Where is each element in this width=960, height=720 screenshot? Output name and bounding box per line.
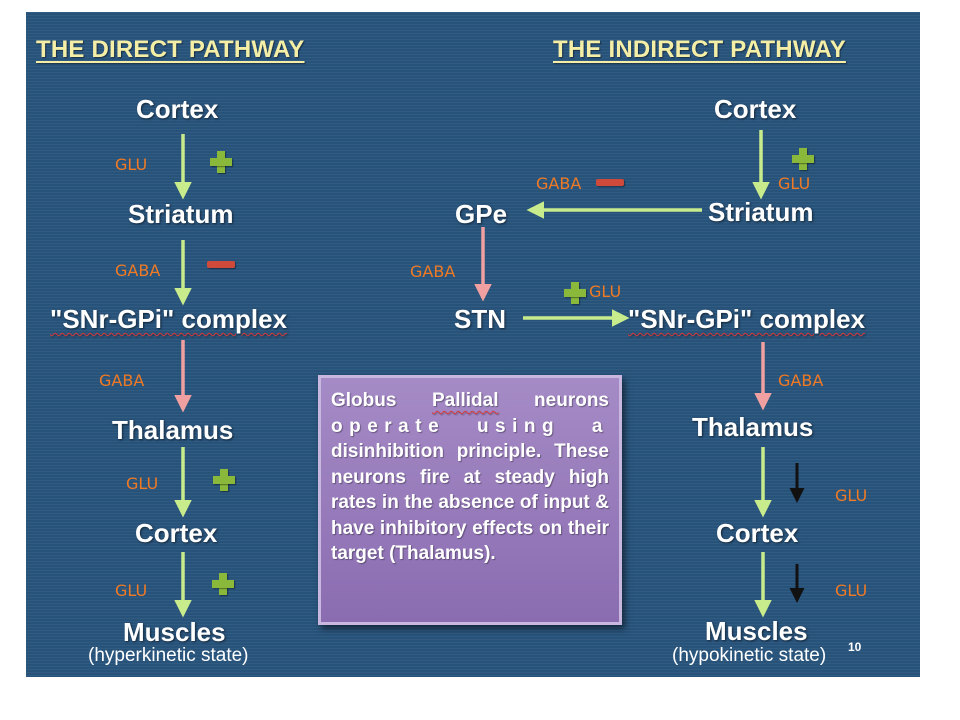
direct-nt-glu-3: GLU [115, 581, 148, 600]
direct-plus-sign-3 [212, 573, 234, 595]
info-text: Globus Pallidal neurons operate using a … [331, 388, 609, 567]
info-text-rest: disinhibition principle. These neurons f… [331, 441, 609, 564]
indirect-nt-snr-thalamus: GABA [778, 371, 824, 390]
direct-state-label: (hyperkinetic state) [88, 645, 249, 666]
direct-node-striatum: Striatum [128, 199, 234, 229]
direct-node-cortex: Cortex [136, 94, 219, 124]
direct-nt-glu-1: GLU [115, 155, 148, 174]
indirect-node-muscles: Muscles [705, 616, 808, 646]
indirect-state-label: (hypokinetic state) [672, 645, 827, 666]
page-number: 10 [848, 640, 862, 654]
indirect-node-cortex-2: Cortex [716, 518, 799, 548]
indirect-node-snr-gpi-label: "SNr-GPi" complex [628, 304, 866, 334]
indirect-nt-cortex-muscles: GLU [835, 581, 868, 600]
indirect-node-cortex: Cortex [714, 94, 797, 124]
indirect-nt-striatum-gpe: GABA [536, 174, 582, 193]
indirect-nt-cortex-striatum: GLU [778, 174, 811, 193]
direct-node-muscles: Muscles [123, 617, 226, 647]
direct-nt-gaba-1: GABA [115, 261, 161, 280]
info-line-operate: operate using a [331, 415, 609, 437]
indirect-pathway-title: THE INDIRECT PATHWAY [553, 36, 846, 63]
indirect-plus-sign-1 [792, 148, 814, 170]
direct-plus-sign-1 [210, 151, 232, 173]
info-word-pallidal: Pallidal [431, 390, 499, 411]
indirect-node-stn: STN [454, 304, 506, 334]
slide: THE DIRECT PATHWAY THE INDIRECT PATHWAY … [26, 12, 920, 677]
info-box: Globus Pallidal neurons operate using a … [318, 375, 622, 625]
info-word-neurons: neurons [534, 390, 609, 411]
indirect-nt-stn-snr: GLU [589, 282, 622, 301]
indirect-plus-sign-2 [564, 282, 586, 304]
indirect-nt-gpe-stn: GABA [410, 262, 456, 281]
direct-node-cortex-2: Cortex [135, 518, 218, 548]
indirect-minus-sign-1 [596, 179, 624, 186]
indirect-node-thalamus: Thalamus [692, 412, 814, 442]
pathway-arrows [174, 130, 805, 618]
direct-pathway-title: THE DIRECT PATHWAY [36, 36, 305, 63]
indirect-node-striatum: Striatum [708, 197, 814, 227]
direct-node-snr-gpi-label: "SNr-GPi" complex [50, 304, 288, 334]
direct-nt-gaba-2: GABA [99, 371, 145, 390]
info-word-globus: Globus [331, 390, 397, 411]
direct-node-snr-gpi: "SNr-GPi" complex [50, 306, 287, 332]
indirect-node-gpe: GPe [455, 199, 508, 229]
direct-minus-sign-1 [207, 261, 235, 268]
indirect-nt-thalamus-cortex: GLU [835, 486, 868, 505]
direct-node-thalamus: Thalamus [112, 415, 234, 445]
indirect-node-snr-gpi: "SNr-GPi" complex [628, 306, 865, 332]
direct-nt-glu-2: GLU [126, 474, 159, 493]
direct-plus-sign-2 [213, 469, 235, 491]
